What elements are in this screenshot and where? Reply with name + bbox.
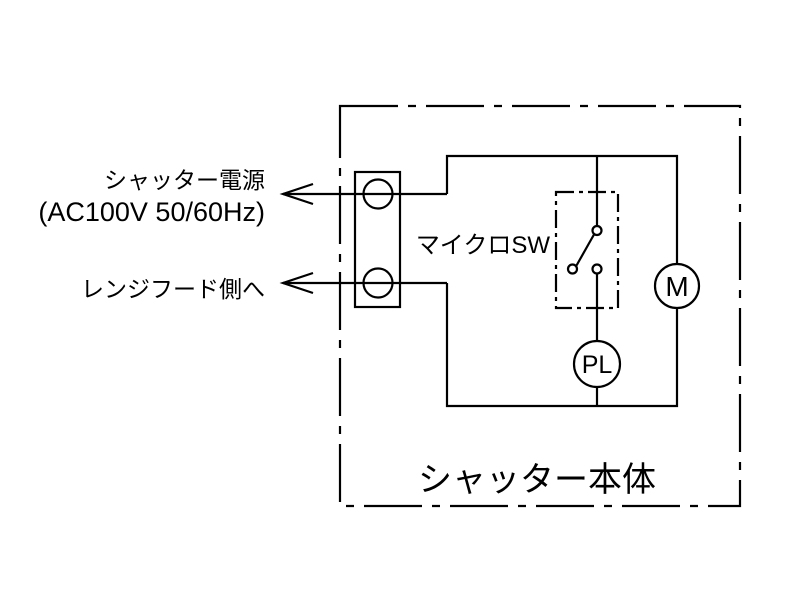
switch-contact-left (566, 263, 579, 275)
switch-contact-top (591, 224, 603, 237)
body-title: シャッター本体 (418, 461, 656, 499)
diagram-linework (279, 104, 742, 508)
terminal-circle-top (362, 178, 394, 210)
terminal-block (353, 170, 402, 309)
hood-arrow-left-icon (279, 271, 314, 295)
motor-label: M (665, 271, 688, 302)
terminal-circle-bottom (362, 267, 394, 299)
power-label-line2: (AC100V 50/60Hz) (38, 197, 265, 227)
diagram-labels: シャッター電源 (AC100V 50/60Hz) レンジフード側へ マイクロSW… (38, 167, 688, 499)
range-hood-label: レンジフード側へ (81, 276, 265, 302)
power-arrow-left-icon (279, 182, 314, 206)
shutter-body-boundary (338, 104, 742, 508)
motor-symbol (653, 262, 701, 310)
pilot-lamp-label: PL (582, 351, 613, 379)
switch-contact-right (591, 263, 603, 275)
switch-blade (575, 233, 595, 267)
circuit-outline (445, 154, 679, 408)
power-label-line1: シャッター電源 (104, 167, 265, 193)
micro-switch-enclosure (554, 190, 620, 310)
micro-switch-label: マイクロSW (416, 232, 551, 259)
